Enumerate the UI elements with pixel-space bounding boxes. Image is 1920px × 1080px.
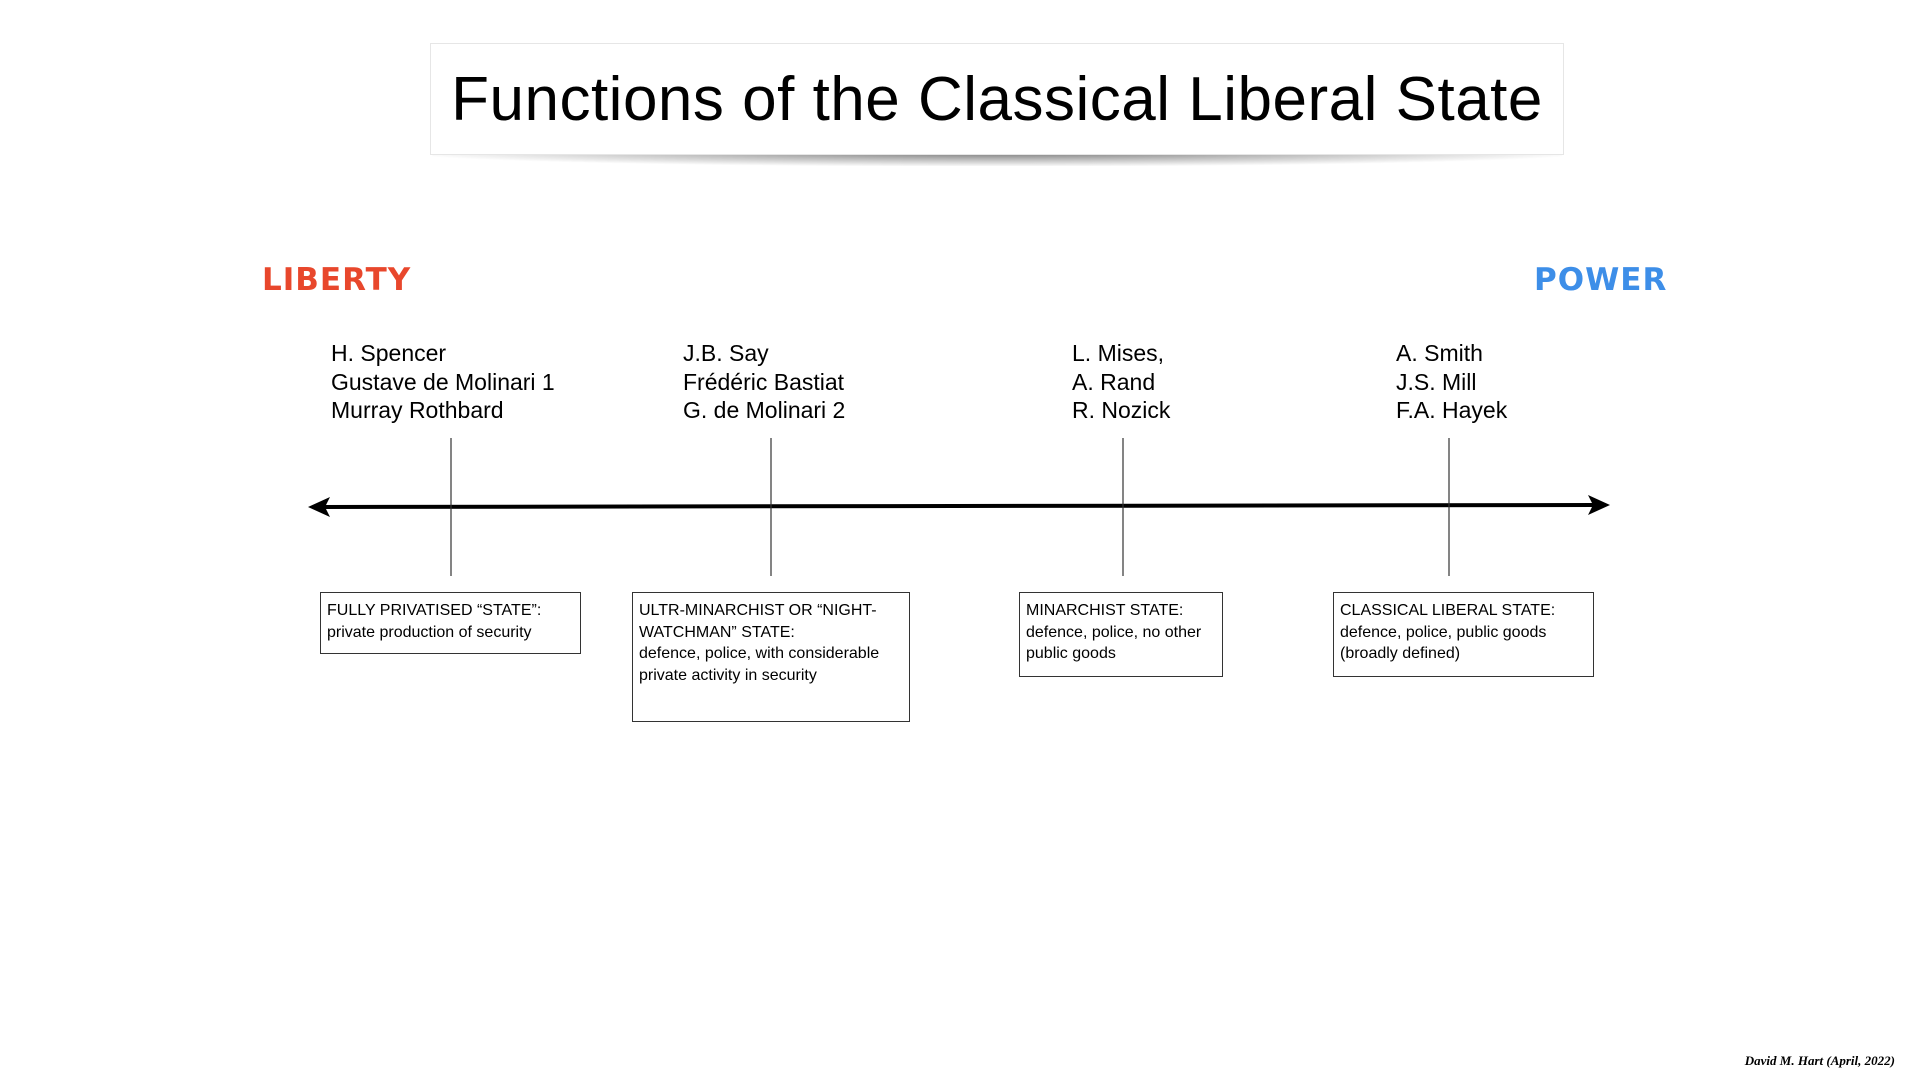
state-box-ultra-minarchist: ULTR-MINARCHIST OR “NIGHT-WATCHMAN” STAT… [632, 592, 910, 722]
thinker-name: H. Spencer [331, 340, 447, 366]
thinker-name: J.B. Say [683, 340, 769, 366]
state-box-minarchist: MINARCHIST STATE: defence, police, no ot… [1019, 592, 1223, 677]
state-box-classical-liberal: CLASSICAL LIBERAL STATE: defence, police… [1333, 592, 1594, 677]
position-1-names: H. Spencer Gustave de Molinari 1 Murray … [331, 339, 555, 425]
thinker-name: R. Nozick [1072, 397, 1171, 423]
slide-title: Functions of the Classical Liberal State [451, 64, 1543, 134]
state-box-description: defence, police, public goods (broadly d… [1340, 623, 1547, 663]
state-box-heading: MINARCHIST STATE: [1026, 602, 1184, 619]
thinker-name: Murray Rothbard [331, 397, 504, 423]
position-2-names: J.B. Say Frédéric Bastiat G. de Molinari… [683, 339, 845, 425]
thinker-name: A. Rand [1072, 368, 1156, 395]
thinker-name: A. Smith [1396, 340, 1483, 366]
thinker-name: G. de Molinari 2 [683, 397, 846, 423]
author-credit: David M. Hart (April, 2022) [1744, 1053, 1895, 1068]
thinker-name: F.A. Hayek [1396, 397, 1508, 423]
state-box-description: private production of security [327, 623, 532, 641]
thinker-name: J.S. Mill [1396, 368, 1477, 395]
position-4-names: A. Smith J.S. Mill F.A. Hayek [1396, 339, 1507, 425]
title-shadow [432, 152, 1562, 166]
left-arrowhead-icon [308, 497, 330, 517]
liberty-label: LIBERTY [262, 262, 412, 298]
power-label: POWER [1534, 262, 1668, 298]
title-box: Functions of the Classical Liberal State [430, 43, 1564, 155]
state-box-heading: ULTR-MINARCHIST OR “NIGHT-WATCHMAN” STAT… [639, 602, 877, 641]
state-box-description: defence, police, no other public goods [1026, 623, 1202, 663]
thinker-name: Gustave de Molinari 1 [331, 368, 555, 395]
right-arrowhead-icon [1588, 495, 1610, 515]
thinker-name: Frédéric Bastiat [683, 368, 845, 395]
state-box-heading: CLASSICAL LIBERAL STATE: [1340, 602, 1556, 619]
state-box-fully-privatised: FULLY PRIVATISED “STATE”: private produc… [320, 592, 581, 654]
spectrum-axis-line [321, 503, 1595, 509]
thinker-name: L. Mises, [1072, 340, 1165, 366]
state-box-heading: FULLY PRIVATISED “STATE”: [327, 602, 542, 619]
state-box-description: defence, police, with considerable priva… [639, 645, 880, 684]
position-3-names: L. Mises, A. Rand R. Nozick [1072, 339, 1170, 425]
